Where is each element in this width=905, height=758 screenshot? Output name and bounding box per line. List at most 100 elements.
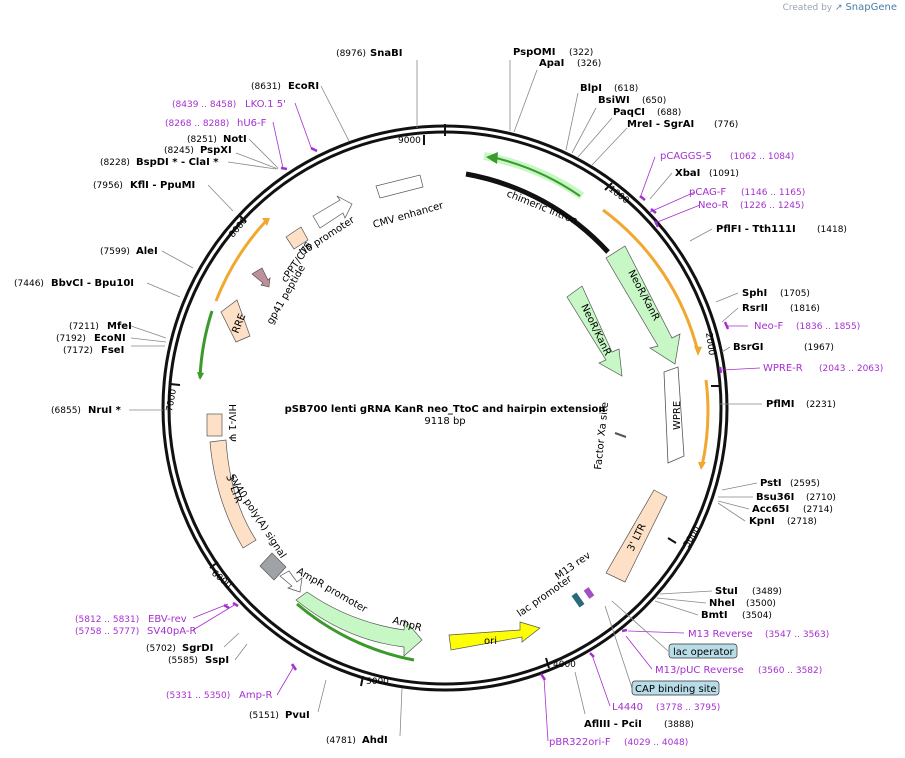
enzyme-stui-name: StuI [715, 586, 738, 597]
tick-marks [169, 135, 721, 687]
primer-neor-range: (1226 .. 1245) [740, 201, 804, 211]
primer-wprer-name: WPRE-R [763, 363, 803, 374]
ori-arrow [448, 621, 541, 651]
enzyme-bbvci-pos: (7446) [14, 279, 44, 289]
enzyme-bsiwi-pos: (650) [642, 96, 666, 106]
snapgene-logo-icon: ↗ [835, 3, 843, 13]
neo-inner-arrow [566, 285, 623, 377]
primer-pcaggs-name: pCAGGS-5 [660, 151, 712, 162]
enzyme-pspxi-pos: (8245) [164, 146, 194, 156]
enzyme-alei-name: AleI [136, 246, 158, 257]
primer-pcagf-name: pCAG-F [689, 187, 726, 198]
enzyme-afliii-pos: (3888) [664, 720, 694, 730]
enzyme-psti-name: PstI [760, 478, 782, 489]
primer-m13rev-range: (3547 .. 3563) [765, 630, 829, 640]
orf-arcs [197, 171, 710, 662]
enzyme-bsu36i-name: Bsu36I [756, 492, 794, 503]
ampr-promoter-arrow [279, 570, 303, 593]
snapgene-credit: Created by ↗ SnapGene [783, 2, 897, 13]
primer-m13rev-name: M13 Reverse [688, 629, 753, 640]
enzyme-pflmi-pos: (2231) [806, 400, 836, 410]
enzyme-bsu36i-pos: (2710) [806, 493, 836, 503]
primer-l4440-name: L4440 [612, 702, 643, 713]
enzyme-leaders [129, 60, 762, 737]
enzyme-bspdi-pos: (8228) [100, 158, 130, 168]
enzyme-labels: (8976) SnaBI PspOMI (322) ApaI (326) Blp… [14, 47, 847, 746]
enzyme-afliii-name: AflIII - PciI [584, 719, 642, 730]
chimeric-intron-head [486, 152, 498, 164]
enzyme-snabi-name: SnaBI [370, 48, 402, 59]
enzyme-bmti-pos: (3504) [742, 611, 772, 621]
cppt-box [285, 226, 309, 250]
primer-ampr-name: Amp-R [239, 690, 273, 701]
plasmid-name: pSB700 lenti gRNA KanR neo_TtoC and hair… [285, 404, 606, 415]
primer-sv40pa-range: (5758 .. 5777) [75, 627, 139, 637]
primer-leaders [192, 102, 761, 742]
enzyme-fsei-pos: (7172) [63, 346, 93, 356]
enzyme-sphi-pos: (1705) [780, 289, 810, 299]
enzyme-nhei-name: NheI [709, 598, 735, 609]
primer-markers [223, 146, 730, 681]
neo-outer-arrow [605, 245, 681, 365]
enzyme-fsei-name: FseI [101, 345, 124, 356]
enzyme-bsrgi-name: BsrGI [733, 342, 763, 353]
lac-operator-box [668, 643, 738, 659]
enzyme-pvui-name: PvuI [285, 710, 310, 721]
tick-9000: 9000 [398, 136, 421, 146]
primer-m13puc-range: (3560 .. 3582) [758, 666, 822, 676]
rre-box [220, 299, 251, 343]
lac-operator-mark [571, 592, 585, 608]
ori-label: ori [484, 636, 497, 647]
primer-wprer-range: (2043 .. 2063) [819, 364, 883, 374]
primer-pcaggs-range: (1062 .. 1084) [730, 152, 794, 162]
enzyme-sspi-name: SspI [205, 655, 229, 666]
enzyme-bspdi-name: BspDI * - ClaI * [136, 157, 219, 168]
neo-inner-label: NeoR/KanR [578, 302, 612, 357]
enzyme-noti-pos: (8251) [187, 135, 217, 145]
primer-pbr-range: (4029 .. 4048) [624, 738, 688, 748]
enzyme-sgrdi-name: SgrDI [182, 643, 213, 654]
sv40-box [259, 552, 287, 581]
tick-5000: 5000 [366, 677, 389, 687]
primer-ampr-range: (5331 .. 5350) [166, 691, 230, 701]
enzyme-bsrgi-pos: (1967) [804, 343, 834, 353]
enzyme-acc65i-name: Acc65I [752, 504, 789, 515]
primer-sv40pa-name: SV40pA-R [147, 626, 196, 637]
enzyme-ecori-pos: (8631) [251, 82, 281, 92]
enzyme-nrui-name: NruI * [88, 405, 122, 416]
primer-pcagf-range: (1146 .. 1165) [741, 188, 805, 198]
enzyme-xbai-pos: (1091) [709, 169, 739, 179]
enzyme-mrei-name: MreI - SgrAI [627, 119, 694, 130]
wpre-label: WPRE [672, 401, 683, 430]
u6-arrow [312, 195, 353, 229]
enzyme-bmti-name: BmtI [701, 610, 728, 621]
enzyme-pflmi-name: PflMI [766, 399, 794, 410]
enzyme-paqci-name: PaqCI [613, 107, 645, 118]
enzyme-pspxi-name: PspXI [200, 145, 232, 156]
factor-xa-mark [614, 432, 627, 438]
enzyme-pflfi-name: PflFI - Tth111I [716, 224, 796, 235]
enzyme-ahdi-name: AhdI [362, 735, 388, 746]
enzyme-snabi: (8976) [336, 49, 366, 59]
m13-rev-label: M13 rev [553, 550, 593, 582]
primer-hu6-name: hU6-F [237, 118, 267, 129]
primer-lko-name: LKO.1 5' [245, 99, 286, 110]
primer-hu6-range: (8268 .. 8288) [165, 119, 229, 129]
enzyme-sspi-pos: (5585) [168, 656, 198, 666]
enzyme-nrui-pos: (6855) [51, 406, 81, 416]
enzyme-sphi-name: SphI [742, 288, 767, 299]
lac-operator-text: lac operator [673, 647, 734, 658]
ltr-right-box [605, 489, 668, 583]
primer-lko-range: (8439 .. 8458) [172, 100, 236, 110]
wpre-box [663, 366, 685, 464]
enzyme-mfei-name: MfeI [107, 321, 132, 332]
m13-rev-mark [583, 587, 595, 599]
enzyme-sgrdi-pos: (5702) [146, 644, 176, 654]
ltr-left-box [209, 439, 257, 549]
cmv-label: CMV enhancer [372, 200, 446, 231]
lac-promoter-label: lac promoter [515, 573, 574, 619]
enzyme-xbai-name: XbaI [675, 168, 700, 179]
tick-4000: 4000 [553, 660, 576, 670]
enzyme-noti-name: NotI [223, 134, 247, 145]
ampr-arrow [295, 591, 423, 657]
